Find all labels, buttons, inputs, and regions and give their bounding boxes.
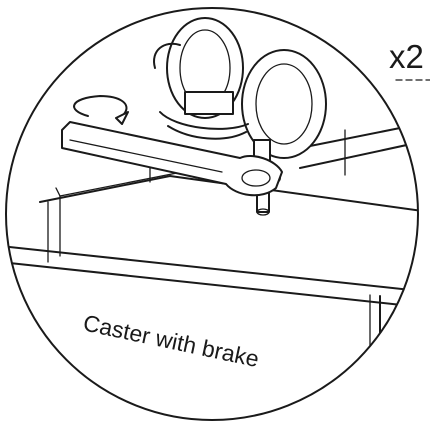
caster-label: Caster with brake (81, 309, 261, 372)
detail-circle (5, 7, 419, 421)
rotate-arrow-icon (73, 95, 129, 125)
quantity-label: x2 (389, 38, 424, 75)
board-outline (6, 121, 418, 351)
wrench-icon (61, 121, 283, 197)
